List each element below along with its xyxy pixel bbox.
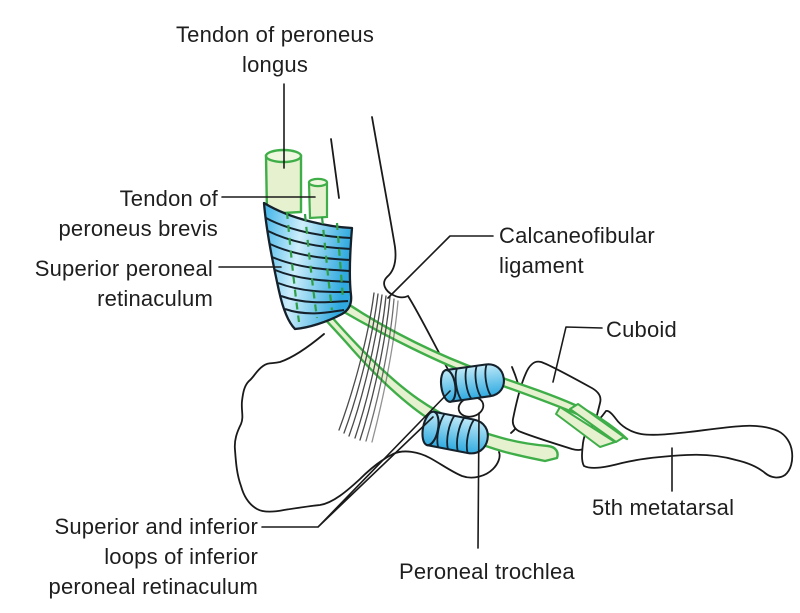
label-peroneal-trochlea: Peroneal trochlea [399,559,575,584]
superior-loop [439,363,505,403]
fifth-metatarsal-shape [581,409,794,479]
label-superior-peroneal-retinaculum: Superior peroneal retinaculum [34,256,213,311]
inferior-loop [421,410,489,455]
tendons-through-retinaculum-dashes [285,211,345,323]
leader-lines [218,83,673,549]
retinaculum-bands [265,217,352,315]
calcaneus-outline [233,333,501,513]
label-fifth-metatarsal: 5th metatarsal [592,495,735,520]
label-tendon-peroneus-brevis: Tendon of peroneus brevis [58,186,218,241]
leader-inferior-loops [261,390,451,528]
tendon-cap [307,177,329,188]
superior-peroneal-retinaculum-sleeve [262,201,354,331]
calcaneofibular-ligament-hatch [338,292,399,443]
leg-fibula-outline [330,116,452,376]
label-calcaneofibular-ligament: Calcaneofibular ligament [499,223,655,278]
peroneus-brevis-tendon-tube [307,177,329,220]
peroneus-longus-tendon-band [316,309,559,463]
label-tendon-peroneus-longus: Tendon of peroneus longus [175,22,375,77]
leader-calcaneofibular [387,235,494,299]
label-cuboid: Cuboid [606,317,677,342]
peroneus-longus-tendon-tube [264,148,303,216]
leader-cuboid [552,326,603,383]
leader-peroneal-trochlea [477,412,480,549]
label-inferior-retinaculum-loops: Superior and inferior loops of inferior … [48,514,258,599]
tendon-insertion-slips [555,403,625,448]
